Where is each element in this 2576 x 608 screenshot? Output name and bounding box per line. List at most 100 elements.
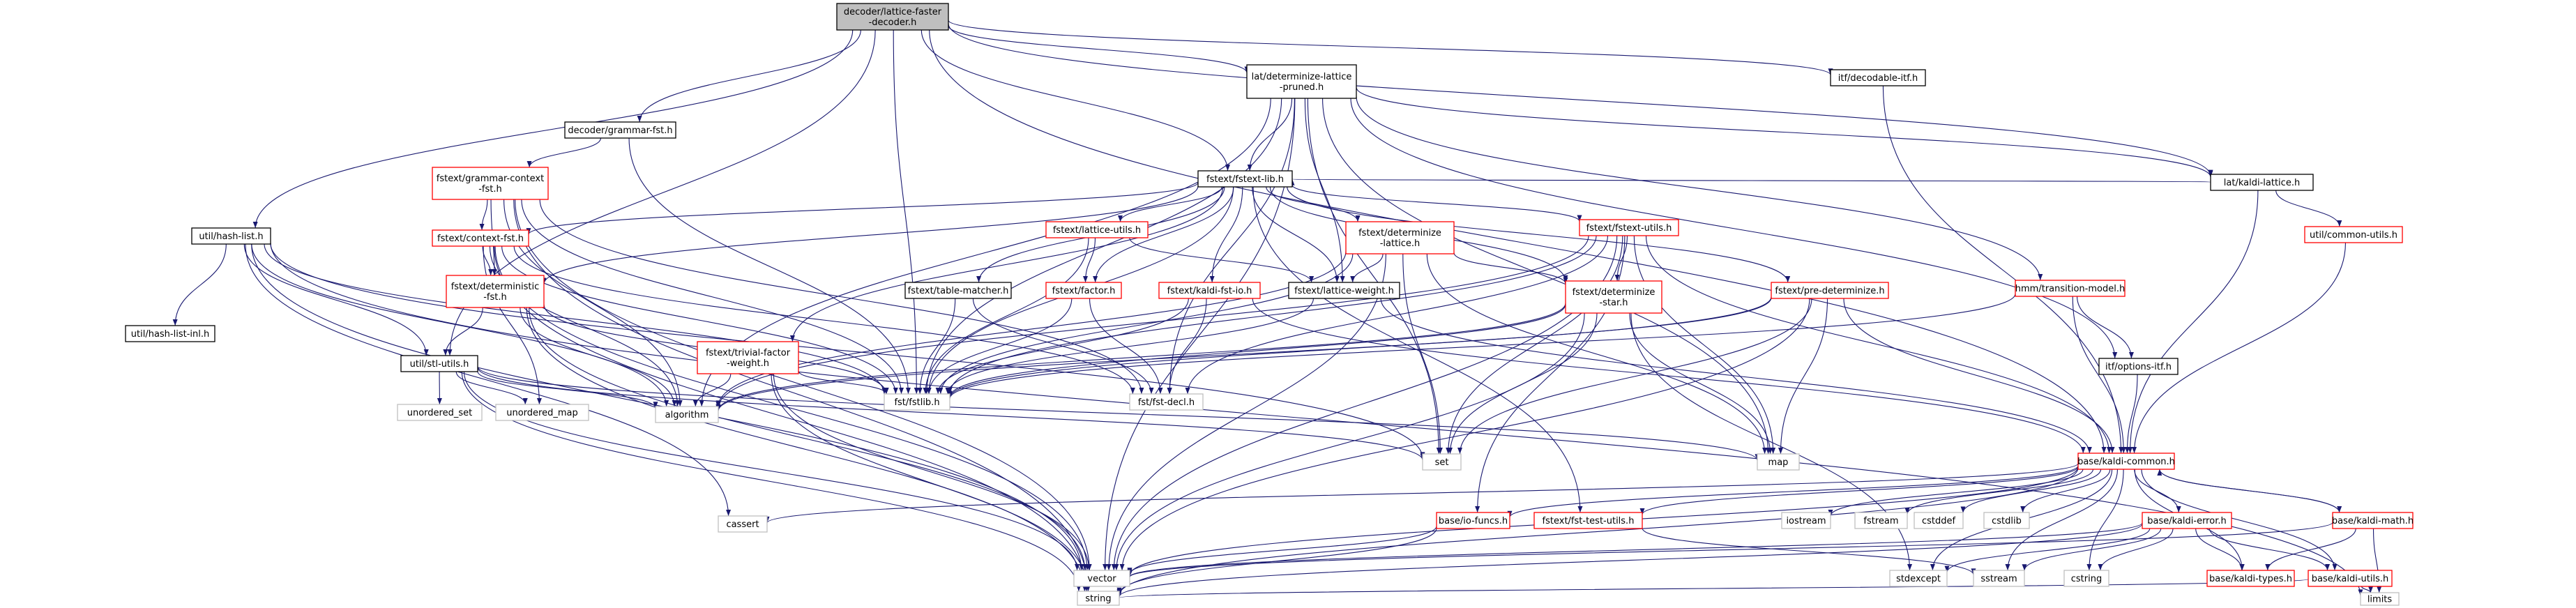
arrowhead-hash_list-to-vector [1079,564,1084,570]
node-label: itf/decodable-itf.h [1838,73,1918,84]
arrowhead-grammar_context-to-fst_stdlib [899,388,904,394]
edge-determinize_lattice-to-lattice_weight [1352,253,1384,283]
edge-fstext_utils-to-fst_fst_decl [1187,235,1609,395]
node-box [1158,282,1261,299]
arrowhead-factor-to-fst_stdlib [926,388,932,394]
arrowhead-kaldi_common-to-kaldi_utils [2332,564,2338,570]
edge-determinize_lattice-to-fst_stdlib [940,253,1354,395]
edge-grammar_context-to-fst_stdlib [521,199,902,395]
node-lattice-weight[interactable]: fstext/lattice-weight.h [1288,282,1400,299]
node-io-funcs[interactable]: base/io-funcs.h [1436,512,1510,529]
arrowhead-fstext_lib-to-fst_test_utils [1577,506,1583,512]
arrowhead-grammar_fst-to-fst_stdlib [905,388,911,394]
node-label: fstext/context-fst.h [437,234,524,244]
node-label: fstext/kaldi-fst-io.h [1167,286,1252,296]
node-label: base/io-funcs.h [1439,516,1508,526]
node-table-matcher[interactable]: fstext/table-matcher.h [904,282,1012,299]
edge-det_lat_pruned-to-fstext_lib [1249,98,1293,172]
node-box [1422,453,1462,471]
node-box [718,515,768,533]
node-lattice-utils[interactable]: fstext/lattice-utils.h [1045,221,1149,238]
node-kaldi-error[interactable]: base/kaldi-error.h [2142,512,2232,529]
node-transition-model[interactable]: hmm/transition-model.h [2015,280,2126,297]
node-label: util/stl-utils.h [410,359,469,370]
edge-det_lat_pruned-to-lattice_weight [1304,98,1343,283]
node-fstext-utils[interactable]: fstext/fstext-utils.h [1579,219,1679,236]
node-common-utils[interactable]: util/common-utils.h [2304,226,2403,243]
edge-kaldi_math-to-kaldi_types [2267,528,2356,571]
arrowhead-det_lat_pruned-to-options_itf [2112,352,2118,358]
node-trivial-factor[interactable]: fstext/trivial-factor-weight.h [697,341,799,374]
arrowhead-context_fst-to-unordered_map [536,398,542,404]
edge-context_fst-to-string [494,245,1087,592]
edge-grammar_context-to-string [513,199,1089,592]
node-box [2077,453,2175,470]
node-box [1579,219,1679,236]
node-root[interactable]: decoder/lattice-faster-decoder.h [836,3,949,31]
edge-root-to-fst_stdlib [893,29,917,395]
node-fstext-lib[interactable]: fstext/fstext-lib.h [1197,170,1293,188]
edge-kaldi_error-to-stdexcept [1946,528,2151,572]
node-context-fst[interactable]: fstext/context-fst.h [432,229,529,247]
node-label: fstext/determinize [1573,287,1656,298]
edge-fstext_lib-to-deterministic_fst [543,185,1199,284]
node-det-lat-pruned[interactable]: lat/determinize-lattice-pruned.h [1246,64,1357,99]
node-box [697,341,799,374]
arrowhead-determinize_lattice-to-set [1437,448,1443,454]
node-kaldi-common[interactable]: base/kaldi-common.h [2077,453,2175,470]
edge-context_fst-to-unordered_map [483,245,540,405]
arrowhead-deterministic_fst-to-stl_utils [443,349,448,356]
node-label: fstext/lattice-utils.h [1053,225,1141,236]
edge-kaldi_common-to-fstream [1907,469,2093,515]
arrowhead-context_fst-to-fst_fst_decl [1130,388,1135,394]
edge-det_lat_pruned-to-options_itf [1350,98,2116,359]
node-deterministic-fst[interactable]: fstext/deterministic-fst.h [446,275,545,308]
node-grammar-fst[interactable]: decoder/grammar-fst.h [564,121,676,139]
node-label: decoder/lattice-faster [844,7,942,17]
arrowhead-pre_determinize-to-kaldi_common [2109,447,2115,453]
node-kaldi-math[interactable]: base/kaldi-math.h [2332,512,2414,529]
edge-transition_model-to-fst_stdlib [949,294,2016,399]
arrowhead-fstext_lib-to-pre_determinize [1785,276,1791,282]
edge-det_lat_pruned-to-set [1307,98,1439,455]
edge-fstext_lib-to-determinize_lattice [1266,186,1358,222]
edge-trivial_factor-to-string [771,373,1089,592]
edge-common_utils-to-kaldi_common [2133,242,2347,454]
node-determinize-star[interactable]: fstext/determinize-star.h [1565,280,1662,314]
node-hash-list-inl[interactable]: util/hash-list-inl.h [125,325,215,342]
node-kaldi-types[interactable]: base/kaldi-types.h [2206,570,2295,587]
edge-fstext_utils-to-io_funcs [1477,235,1626,513]
node-box [1246,64,1357,99]
node-stl-utils[interactable]: util/stl-utils.h [400,355,478,372]
node-label: fst/fstlib.h [894,397,939,408]
node-box [655,406,719,423]
node-pre-determinize[interactable]: fstext/pre-determinize.h [1771,282,1889,299]
node-grammar-context[interactable]: fstext/grammar-context-fst.h [432,167,549,200]
node-label: fstext/pre-determinize.h [1775,286,1884,296]
node-box [2332,512,2414,529]
edge-pre_determinize-to-vector [1121,298,1810,571]
node-factor[interactable]: fstext/factor.h [1045,282,1122,299]
arrowhead-kaldi_utils-to-limits [2368,586,2374,593]
node-kaldi-fst-io[interactable]: fstext/kaldi-fst-io.h [1158,282,1261,299]
node-label: fstext/determinize [1358,228,1441,238]
node-fst-fst-decl: fst/fst-decl.h [1129,393,1204,411]
edge-fstext_utils-to-kaldi_common [1645,235,2110,454]
node-box [1288,282,1400,299]
node-fst-test-utils[interactable]: fstext/fst-test-utils.h [1533,512,1643,529]
node-box [1983,512,2030,529]
node-kaldi-lattice[interactable]: lat/kaldi-lattice.h [2210,174,2314,191]
edge-deterministic_fst-to-string [526,307,1085,592]
edge-table_matcher-to-fst_stdlib [919,298,956,395]
node-hash-list[interactable]: util/hash-list.h [191,227,271,245]
node-label: cstring [2071,574,2102,584]
arrowhead-table_matcher-to-fst_fst_decl [1149,388,1154,394]
edge-trivial_factor-to-fst_stdlib [798,370,887,395]
arrowhead-lattice_utils-to-fst_stdlib [923,388,928,394]
node-options-itf[interactable]: itf/options-itf.h [2098,358,2179,375]
edge-deterministic_fst-to-algorithm [520,307,675,407]
node-kaldi-utils[interactable]: base/kaldi-utils.h [2308,570,2393,587]
edge-determinize_star-to-map [1629,312,1771,455]
node-determinize-lattice[interactable]: fstext/determinize-lattice.h [1345,221,1455,254]
node-itf-decodable[interactable]: itf/decodable-itf.h [1830,69,1926,86]
